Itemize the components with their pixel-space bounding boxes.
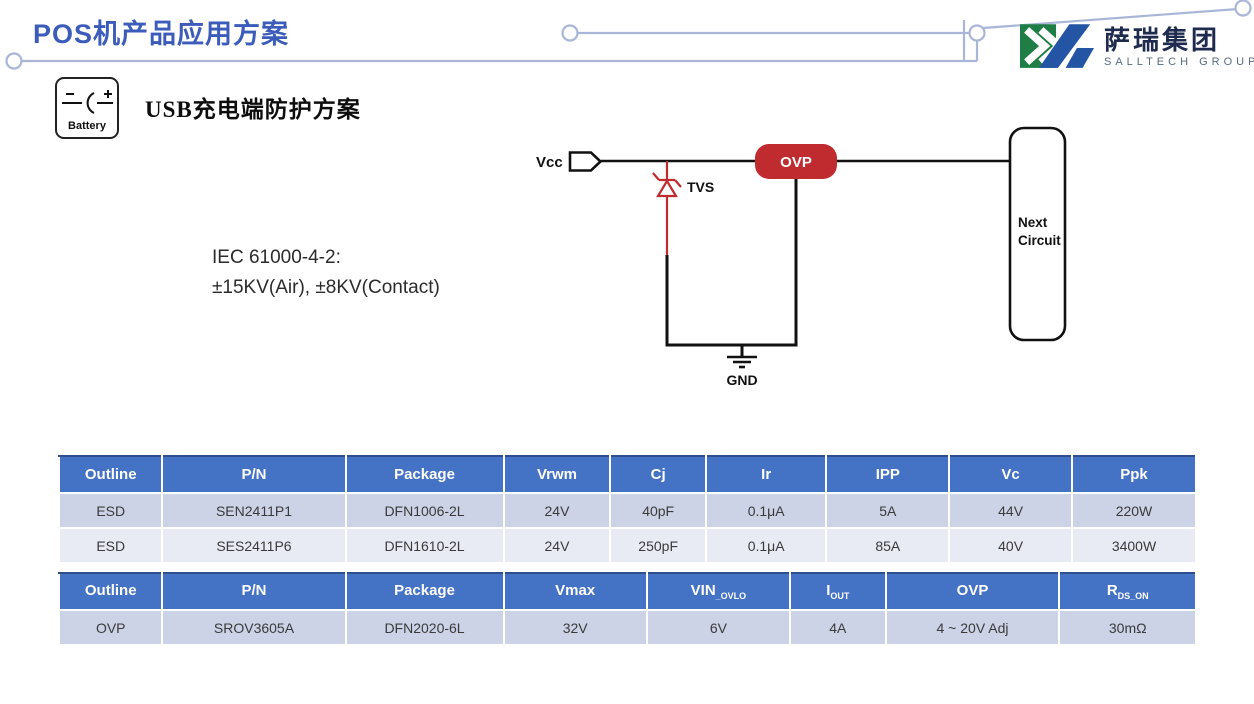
table-cell: 0.1μA xyxy=(704,527,828,564)
table-cell: 32V xyxy=(502,609,648,646)
next-circuit-block xyxy=(1008,126,1067,342)
page-title: POS机产品应用方案 xyxy=(33,19,290,49)
column-header: Ppk xyxy=(1070,455,1198,494)
column-header: IOUT xyxy=(789,572,887,611)
column-header: P/N xyxy=(161,572,347,611)
table-row: ESD SEN2411P1 DFN1006-2L 24V 40pF 0.1μA … xyxy=(57,492,1198,529)
ovp-label: OVP xyxy=(780,154,812,171)
iec-standard-text: IEC 61000-4-2: ±15KV(Air), ±8KV(Contact) xyxy=(212,243,440,304)
ground-icon xyxy=(727,355,757,369)
table-row: ESD SES2411P6 DFN1610-2L 24V 250pF 0.1μA… xyxy=(57,527,1198,564)
column-header: RDS_ON xyxy=(1058,572,1197,611)
tvs-diode-icon xyxy=(652,161,682,255)
next-circuit-label-line1: Next xyxy=(1018,215,1048,230)
iec-line1: IEC 61000-4-2: xyxy=(212,247,341,268)
table-cell: 24V xyxy=(502,527,612,564)
table-cell: 30mΩ xyxy=(1058,609,1197,646)
table-cell: DFN1610-2L xyxy=(344,527,505,564)
column-header: IPP xyxy=(825,455,951,494)
iec-line2: ±15KV(Air), ±8KV(Contact) xyxy=(212,277,440,299)
logo-text: 萨瑞集团 SALLTECH GROUP xyxy=(1104,26,1254,68)
battery-icon: Battery xyxy=(55,77,119,139)
table-cell: 250pF xyxy=(609,527,707,564)
column-header: Outline xyxy=(57,572,164,611)
spec-tables: Outline P/N Package Vrwm Cj Ir IPP Vc Pp… xyxy=(57,455,1198,646)
table-cell: 220W xyxy=(1070,492,1198,529)
battery-glyph-icon xyxy=(62,90,113,114)
gnd-label: GND xyxy=(726,372,757,388)
column-header: Vmax xyxy=(502,572,648,611)
battery-label: Battery xyxy=(68,120,106,132)
ovp-block xyxy=(755,144,837,179)
ovp-spec-table: Outline P/N Package Vmax VIN_OVLO IOUT O… xyxy=(57,572,1197,646)
column-header: Vc xyxy=(948,455,1073,494)
column-header: VIN_OVLO xyxy=(645,572,792,611)
table-cell: 5A xyxy=(825,492,951,529)
next-circuit-label-line2: Circuit xyxy=(1018,233,1061,248)
vcc-label: Vcc xyxy=(536,154,563,171)
table-cell: 0.1μA xyxy=(704,492,828,529)
table-cell: DFN2020-6L xyxy=(344,609,505,646)
table-header-row: Outline P/N Package Vmax VIN_OVLO IOUT O… xyxy=(57,572,1197,611)
column-header: Ir xyxy=(704,455,828,494)
table-cell: SEN2411P1 xyxy=(161,492,347,529)
logo-name-cn: 萨瑞集团 xyxy=(1104,25,1221,56)
column-header: Vrwm xyxy=(502,455,612,494)
section-heading: USB充电端防护方案 xyxy=(145,97,361,122)
table-cell: SES2411P6 xyxy=(161,527,347,564)
table-cell: SROV3605A xyxy=(161,609,347,646)
tvs-label: TVS xyxy=(687,179,714,195)
table-cell: 40pF xyxy=(609,492,707,529)
table-cell: ESD xyxy=(57,527,164,564)
column-header: Outline xyxy=(57,455,164,494)
logo-mark-icon xyxy=(1020,24,1094,68)
table-cell: OVP xyxy=(57,609,164,646)
table-cell: ESD xyxy=(57,492,164,529)
table-row: OVP SROV3605A DFN2020-6L 32V 6V 4A 4 ~ 2… xyxy=(57,609,1197,646)
table-cell: 6V xyxy=(645,609,792,646)
logo-name-en: SALLTECH GROUP xyxy=(1104,55,1254,68)
column-header: Cj xyxy=(609,455,707,494)
column-header: Package xyxy=(344,572,505,611)
table-cell: DFN1006-2L xyxy=(344,492,505,529)
table-cell: 44V xyxy=(948,492,1073,529)
table-cell: 4 ~ 20V Adj xyxy=(884,609,1061,646)
table-cell: 24V xyxy=(502,492,612,529)
column-header: Package xyxy=(344,455,505,494)
table-cell: 40V xyxy=(948,527,1073,564)
ground-wires xyxy=(665,179,798,357)
esd-spec-table: Outline P/N Package Vrwm Cj Ir IPP Vc Pp… xyxy=(57,455,1198,564)
table-cell: 4A xyxy=(789,609,887,646)
vcc-connector xyxy=(568,151,603,172)
column-header: P/N xyxy=(161,455,347,494)
column-header: OVP xyxy=(884,572,1061,611)
company-logo: 萨瑞集团 SALLTECH GROUP xyxy=(1020,22,1254,72)
table-cell: 3400W xyxy=(1070,527,1198,564)
table-header-row: Outline P/N Package Vrwm Cj Ir IPP Vc Pp… xyxy=(57,455,1198,494)
table-cell: 85A xyxy=(825,527,951,564)
